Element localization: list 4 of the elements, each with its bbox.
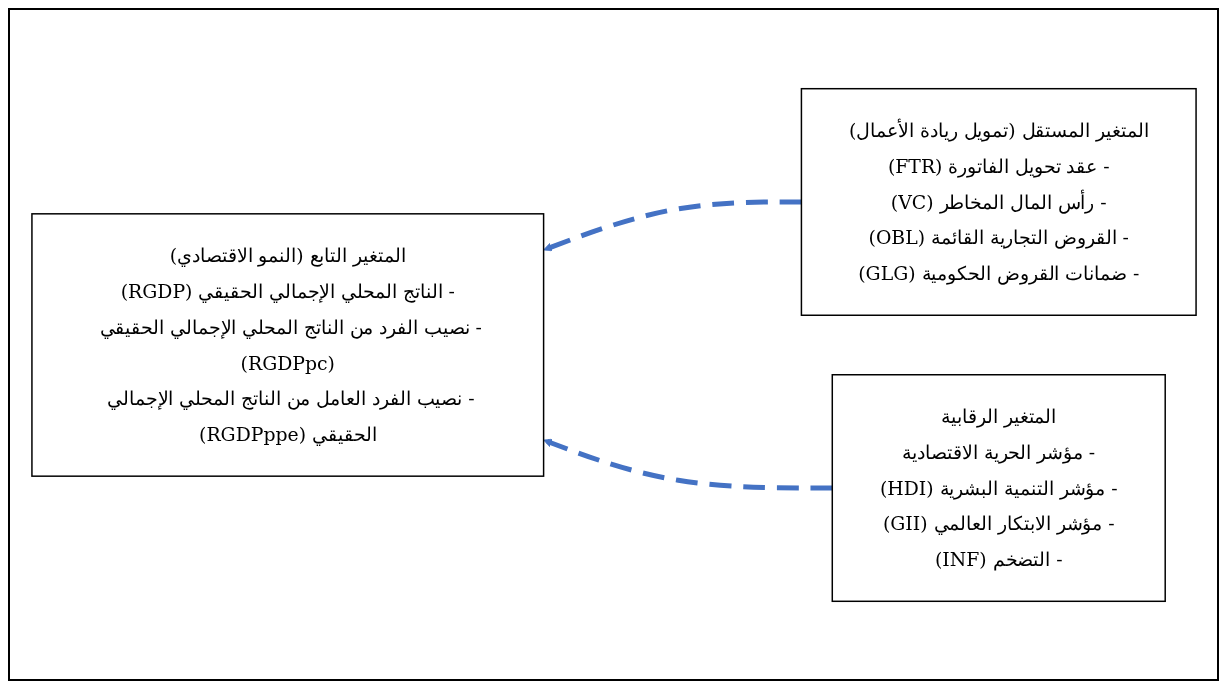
frame-border: المتغير التابع (النمو الاقتصادي) - الناتج المحلي الإجمالي الحقيقي (RGDP) - نصيب الفرد من الناتج المحلي الإجمالي الحقيقي (RGDPpc) - نصيب الفرد العامل من الناتج المحلي الإجمالي الحقيقي (RGDPppe) المتغير المستقل (تمويل ريادة الأعمال) - عقد تحويل الفاتورة (FTR) - رأس المال المخاطر (VC) - القروض التجارية القائمة (OBL) - ضمانات القروض الحكومية (GLG) المتغير الرقابية - مؤشر الحرية الاقتصادية - مؤشر التنمية البشرية (HDI) - مؤشر الابتكار العالمي (GII) - التضخم (INF): [8, 8, 1219, 681]
node-box: [800, 87, 1197, 316]
node-box: [30, 212, 544, 477]
node-box: [831, 373, 1166, 602]
